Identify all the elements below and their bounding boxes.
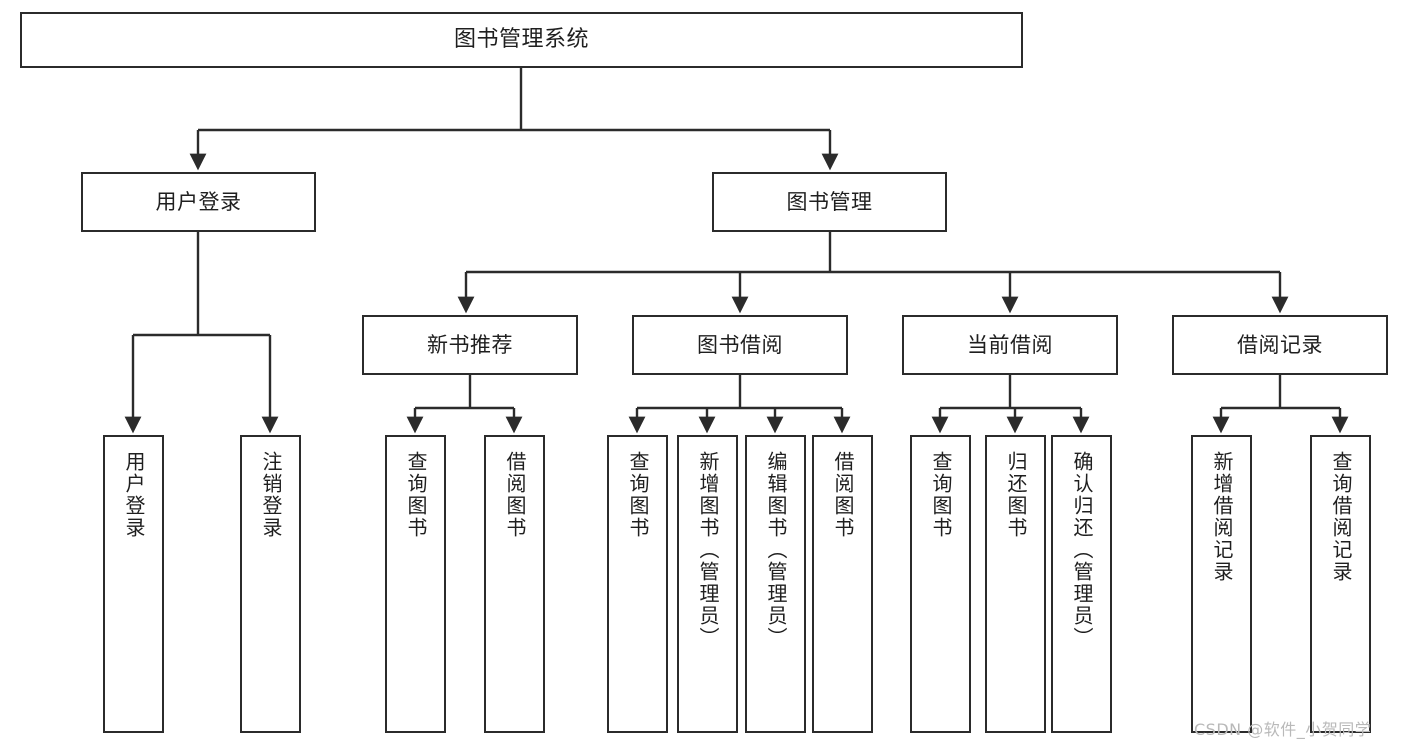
- current-borrow-to-leaves-connectors: [931, 375, 1090, 434]
- node-label: 借阅记录: [1237, 332, 1323, 357]
- node-new-book-recommend[interactable]: 新书推荐: [362, 315, 578, 375]
- node-leaf-user-login[interactable]: 用户登录: [103, 435, 164, 733]
- node-label: 当前借阅: [967, 332, 1053, 357]
- node-leaf-edit-book-admin[interactable]: 编辑图书（管理员）: [745, 435, 806, 733]
- root-to-level2-connectors: [189, 68, 839, 171]
- node-label: 用户登录: [155, 189, 242, 214]
- book-borrow-to-leaves-connectors: [628, 375, 851, 434]
- node-label: 查询借阅记录: [1329, 451, 1353, 583]
- node-label: 用户登录: [122, 451, 146, 539]
- node-label: 查询图书: [404, 451, 428, 539]
- node-book-manage[interactable]: 图书管理: [712, 172, 947, 232]
- node-label: 新增借阅记录: [1210, 451, 1234, 583]
- node-label: 查询图书: [929, 451, 953, 539]
- node-label: 图书管理: [786, 189, 873, 214]
- node-label: 借阅图书: [503, 451, 527, 539]
- node-root-system[interactable]: 图书管理系统: [20, 12, 1023, 68]
- new-book-recommend-to-leaves-connectors: [406, 375, 523, 434]
- node-label: 确认归还（管理员）: [1070, 451, 1094, 649]
- node-label: 图书管理系统: [453, 27, 589, 53]
- node-user-login[interactable]: 用户登录: [81, 172, 316, 232]
- node-leaf-confirm-return-admin[interactable]: 确认归还（管理员）: [1051, 435, 1112, 733]
- node-label: 归还图书: [1004, 451, 1028, 539]
- node-leaf-query-book-borrow[interactable]: 查询图书: [607, 435, 668, 733]
- node-leaf-query-book-recommend[interactable]: 查询图书: [385, 435, 446, 733]
- node-label: 新书推荐: [427, 332, 513, 357]
- node-label: 图书借阅: [697, 332, 783, 357]
- node-leaf-query-borrow-record[interactable]: 查询借阅记录: [1310, 435, 1371, 733]
- node-label: 查询图书: [626, 451, 650, 539]
- node-leaf-add-borrow-record[interactable]: 新增借阅记录: [1191, 435, 1252, 733]
- node-leaf-user-logout[interactable]: 注销登录: [240, 435, 301, 733]
- node-leaf-query-book-current[interactable]: 查询图书: [910, 435, 971, 733]
- node-leaf-borrow-book-recommend[interactable]: 借阅图书: [484, 435, 545, 733]
- node-current-borrow[interactable]: 当前借阅: [902, 315, 1118, 375]
- borrow-record-to-leaves-connectors: [1212, 375, 1349, 434]
- user-login-to-leaves-connectors: [124, 232, 279, 434]
- node-label: 新增图书（管理员）: [696, 451, 720, 649]
- node-label: 借阅图书: [831, 451, 855, 539]
- node-leaf-borrow-book[interactable]: 借阅图书: [812, 435, 873, 733]
- node-leaf-return-book[interactable]: 归还图书: [985, 435, 1046, 733]
- book-manage-to-level3-connectors: [457, 232, 1289, 314]
- node-label: 编辑图书（管理员）: [764, 451, 788, 649]
- node-borrow-record[interactable]: 借阅记录: [1172, 315, 1388, 375]
- node-leaf-add-book-admin[interactable]: 新增图书（管理员）: [677, 435, 738, 733]
- node-book-borrow[interactable]: 图书借阅: [632, 315, 848, 375]
- node-label: 注销登录: [259, 451, 283, 539]
